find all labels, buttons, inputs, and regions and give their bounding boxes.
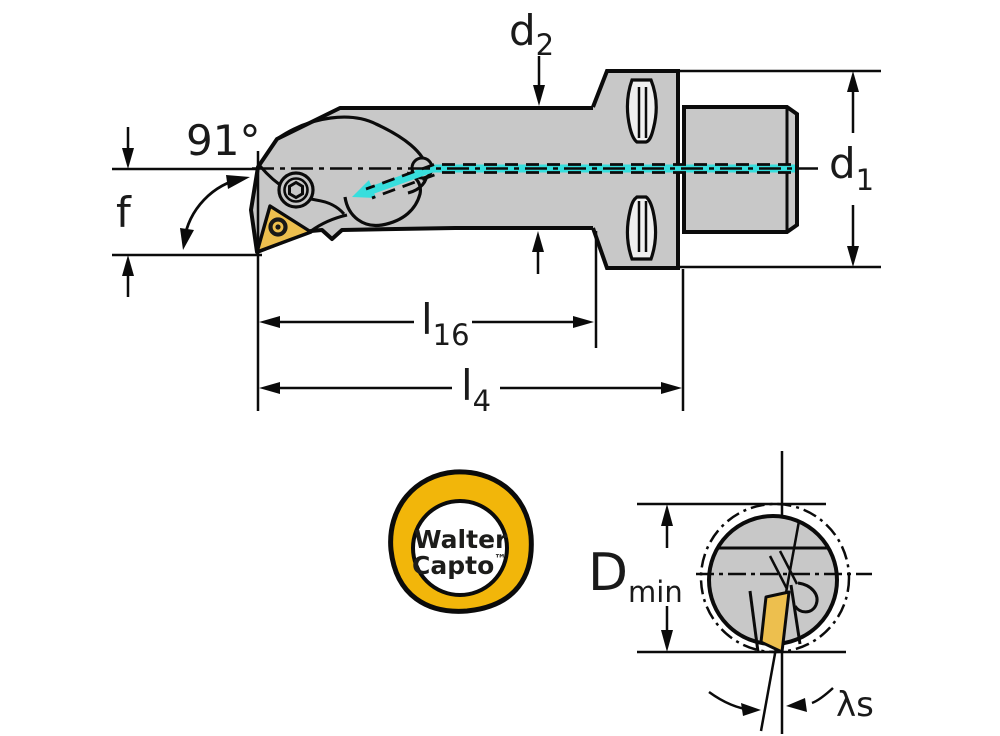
angle-arc-arrow-top [226, 175, 250, 189]
section-pocket-left-line [748, 590, 760, 653]
walter-capto-logo: Walter Capto™ [388, 469, 534, 614]
logo-inner-circle [411, 499, 509, 597]
f-arrow-bottom-head [122, 255, 134, 276]
section-pocket-right-line [789, 584, 802, 645]
lambda-s-label: λs [836, 685, 874, 725]
logo-text-capto: Capto™ [412, 551, 506, 580]
f-arrow-top-head [122, 148, 134, 169]
clamp-screw-mid [283, 177, 309, 203]
logo-text-walter: Walter [414, 525, 508, 554]
clamp-pocket-mouth [343, 171, 422, 228]
d2-arrow-top-head [533, 85, 545, 106]
lambda-arc-right [811, 687, 834, 705]
section-screw-line-1 [768, 555, 789, 590]
section-clamp-hook [793, 581, 819, 614]
d2-arrow-bottom-head [532, 231, 544, 252]
l16-arrow-right [573, 316, 594, 328]
dmin-arrow-top-head [661, 504, 673, 526]
lambda-arrow-left [741, 703, 761, 716]
dmin-label: Dmin [588, 543, 683, 609]
d1-arrow-top-head [847, 71, 859, 92]
d2-label: d2 [509, 6, 554, 62]
l4-arrow-left [259, 382, 280, 394]
l16-label: l16 [421, 295, 470, 352]
coolant-wall-dashed-lower [371, 171, 791, 200]
dimension-annotations [112, 56, 881, 411]
coolant-arrowhead [352, 180, 376, 198]
section-screw-line-2 [778, 550, 799, 585]
clamp-lower-edge [310, 213, 348, 233]
flange-slot-bottom [625, 195, 658, 261]
cutting-insert [255, 204, 313, 254]
section-view [637, 451, 872, 734]
d1-label: d1 [829, 139, 874, 197]
insert-screw-ring [268, 217, 288, 237]
dmin-arrow-bottom-head [661, 630, 673, 652]
insert-screw-dot [275, 224, 281, 230]
lambda-arrow-right [786, 698, 807, 712]
clamp-outline-top [276, 115, 429, 195]
angle-arc-arrow-bottom [180, 228, 194, 250]
flange-slot-top [625, 78, 658, 144]
coolant-wall-dashed-upper [365, 163, 791, 191]
tool-side-view [249, 69, 799, 270]
clamp-screw-hex-socket [288, 180, 304, 200]
l4-arrow-right [661, 382, 682, 394]
f-label: f [116, 188, 132, 237]
shank-head-fill [251, 108, 593, 252]
l4-label: l4 [461, 361, 491, 418]
d1-arrow-bottom-head [847, 246, 859, 267]
angle-label: 91° [186, 116, 260, 165]
clamp-front-edge [258, 165, 346, 216]
l16-arrow-left [259, 316, 280, 328]
